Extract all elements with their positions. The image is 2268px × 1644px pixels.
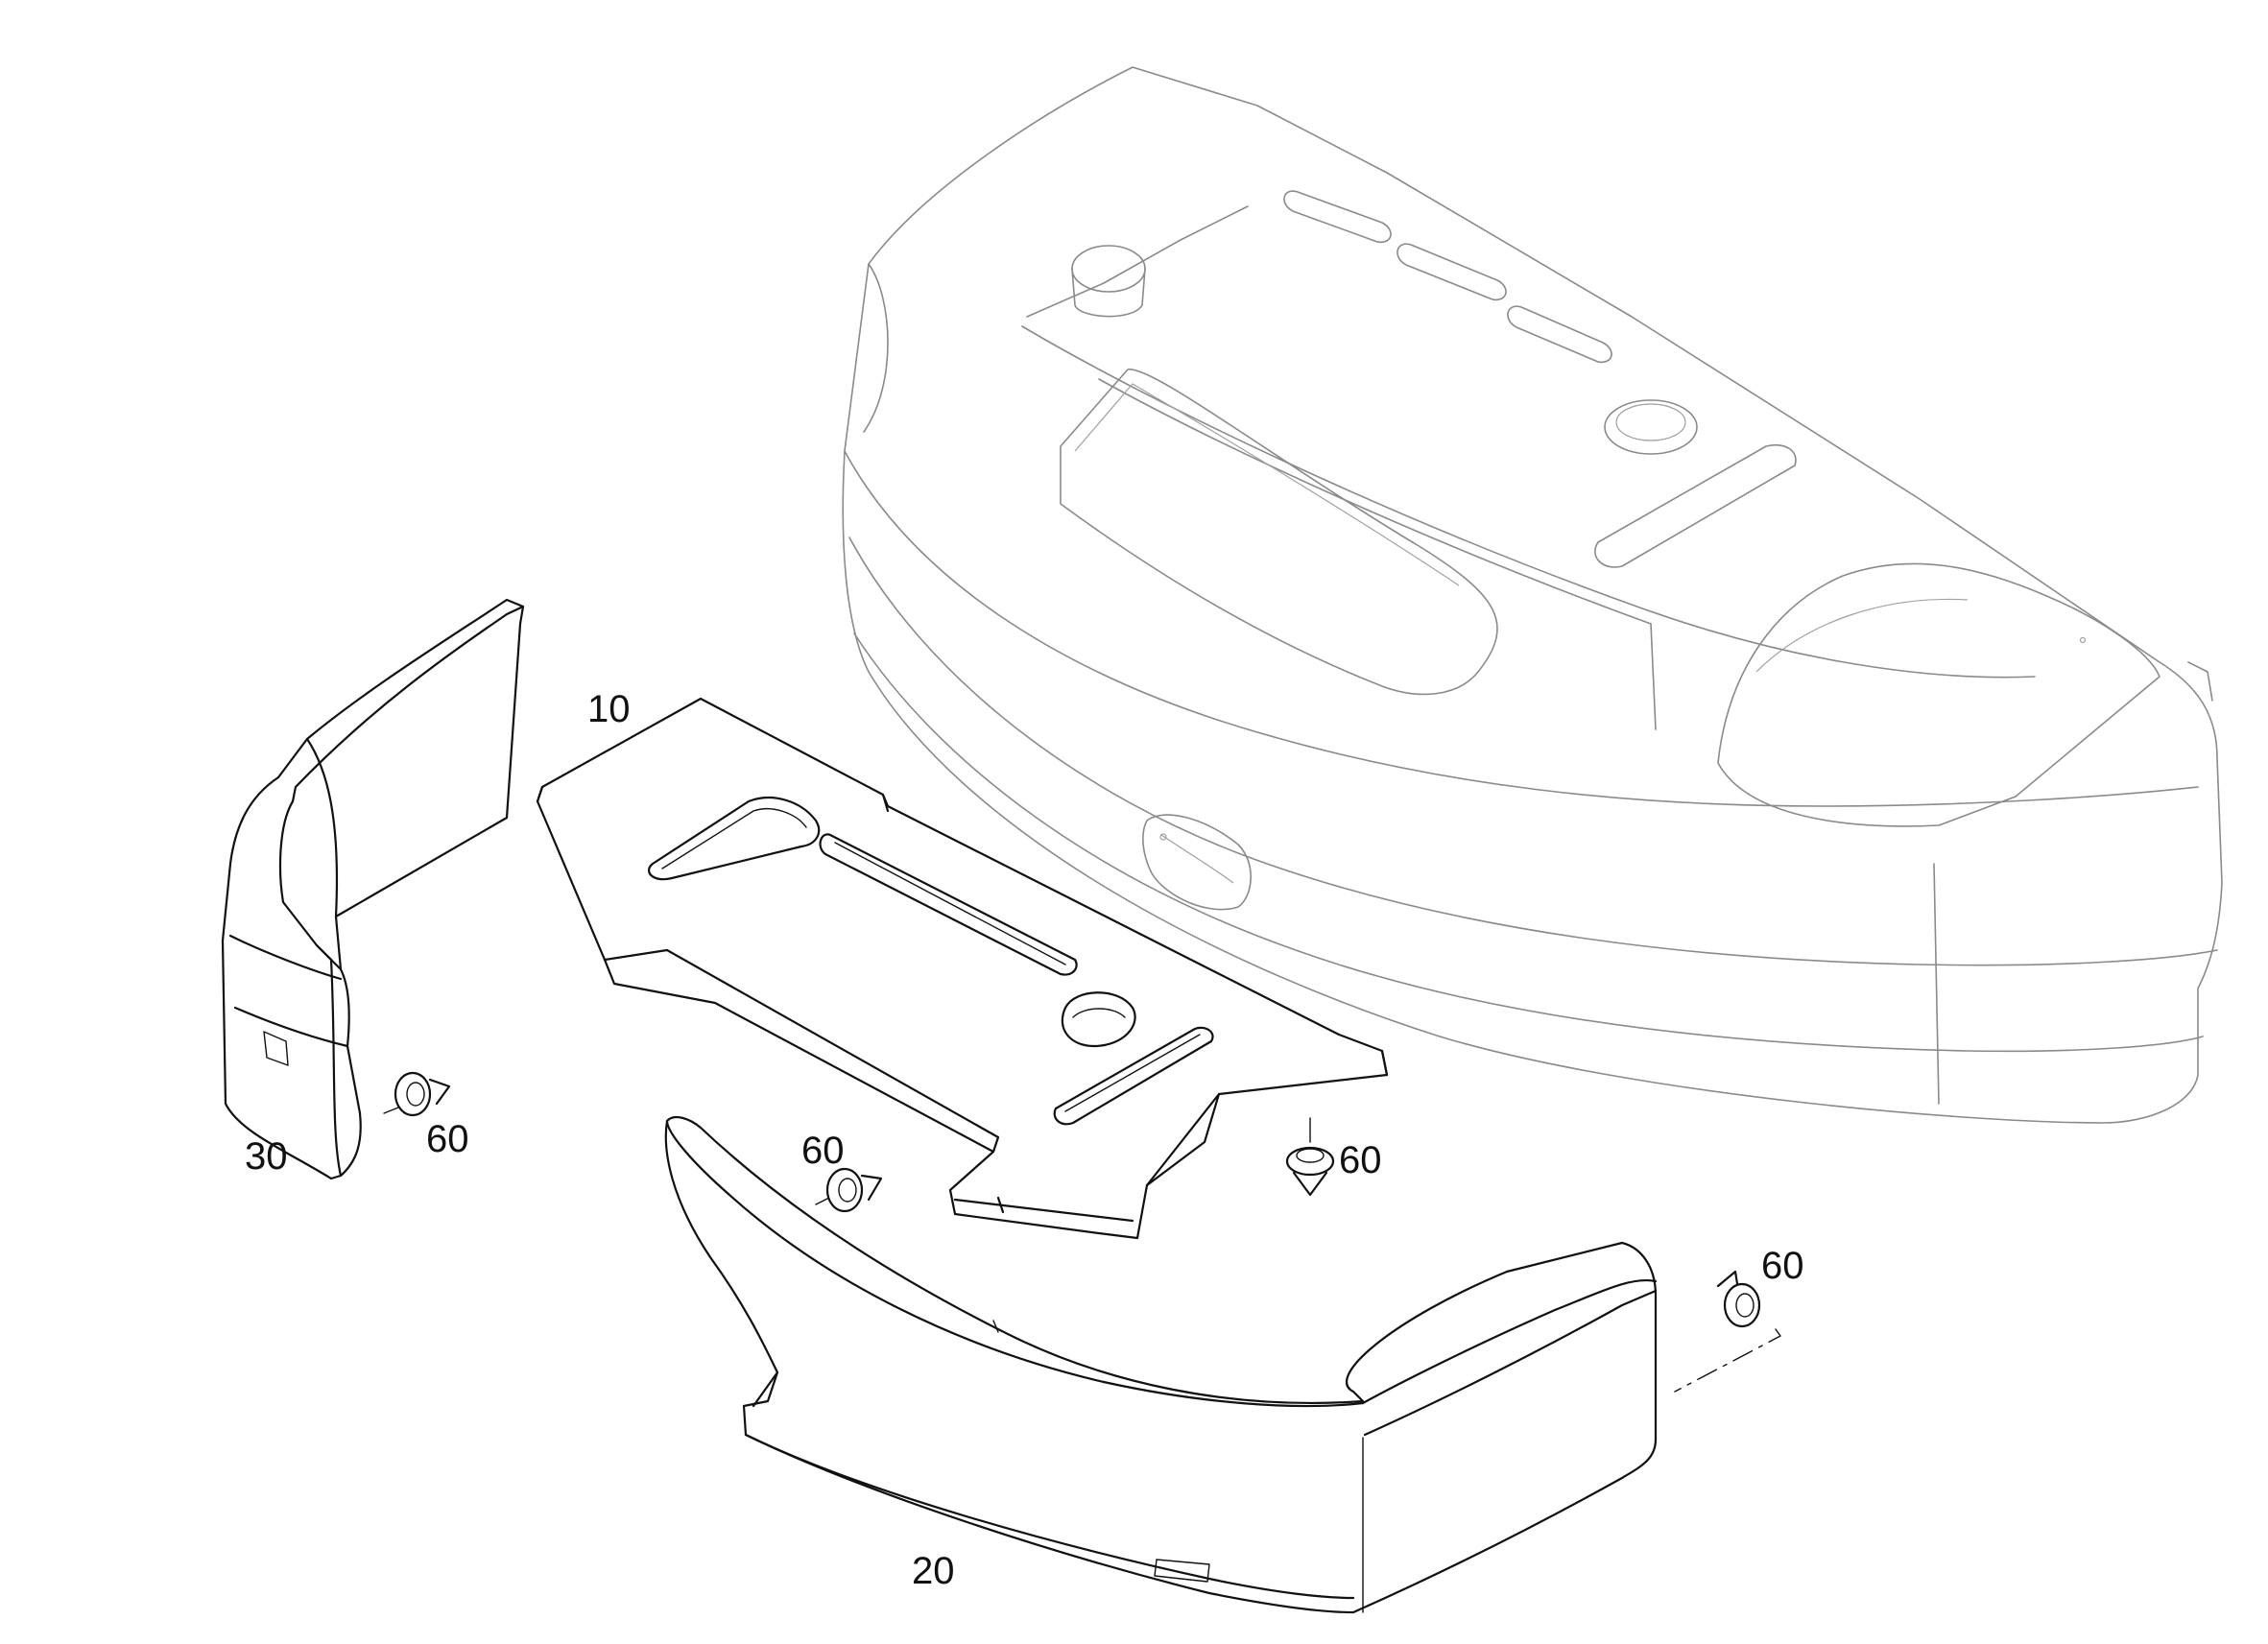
callout-20: 20 — [912, 1550, 955, 1592]
part-10-plate — [536, 697, 1389, 1240]
callout-60-far-right: 60 — [1761, 1245, 1804, 1287]
fastener-60-far-right — [1674, 1270, 1781, 1393]
fastener-60-right — [1285, 1117, 1335, 1197]
callout-10: 10 — [587, 688, 631, 730]
callout-30: 30 — [245, 1135, 288, 1178]
main-housing-ghost — [842, 66, 2223, 1124]
callout-60-left: 60 — [426, 1118, 469, 1160]
part-20-front-bumper — [664, 1115, 1658, 1614]
callout-60-center: 60 — [801, 1130, 845, 1172]
fastener-60-left — [383, 1071, 451, 1117]
part-30-side-panel — [221, 598, 525, 1180]
fastener-60-center — [815, 1167, 883, 1213]
callout-60-right: 60 — [1339, 1139, 1382, 1181]
